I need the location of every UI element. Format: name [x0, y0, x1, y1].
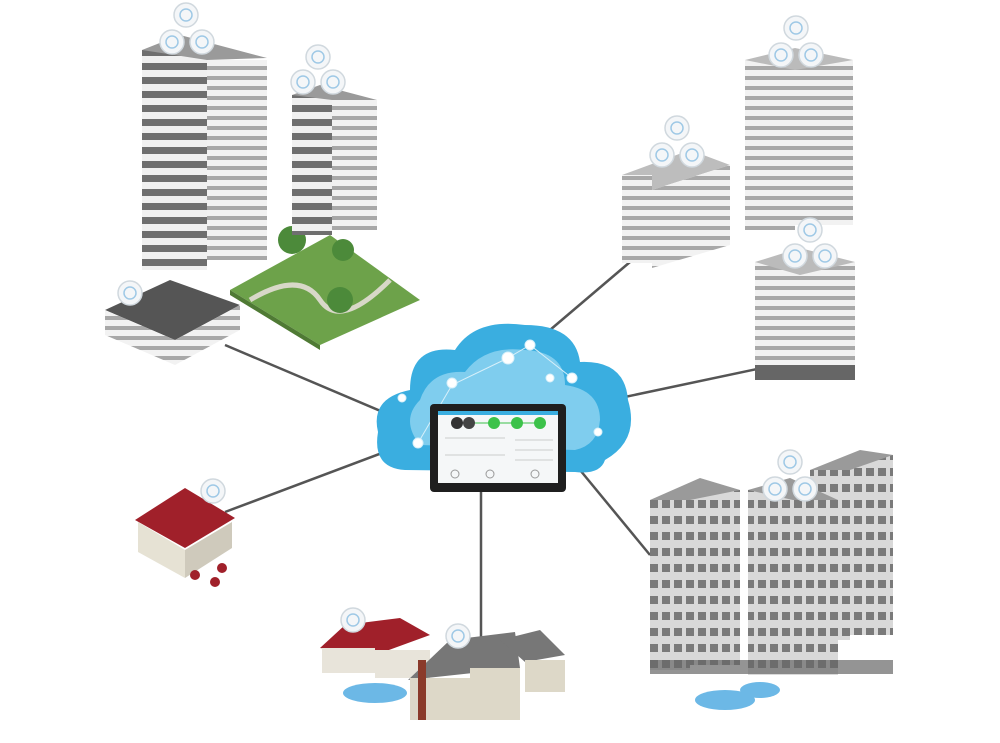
access-point-icon: [783, 15, 809, 41]
table-icon: [217, 563, 227, 573]
access-point-icon: [768, 42, 794, 68]
table-icon: [190, 570, 200, 580]
link-apartments: [579, 469, 651, 556]
access-point-icon: [200, 478, 226, 504]
restaurant: [135, 478, 235, 587]
link-low-office: [224, 343, 391, 417]
table-icon: [210, 577, 220, 587]
pool: [695, 690, 755, 710]
tablet-dashboard-icon: [430, 404, 566, 492]
access-point-icon: [777, 449, 803, 475]
access-point-icon: [189, 29, 215, 55]
access-point-icon: [679, 142, 705, 168]
access-point-icon: [117, 280, 143, 306]
access-point-icon: [445, 623, 471, 649]
access-point-icon: [664, 115, 690, 141]
tree-icon: [327, 287, 353, 313]
access-point-icon: [173, 2, 199, 28]
access-point-icon: [320, 69, 346, 95]
access-point-icon: [797, 217, 823, 243]
apartment-complex: [650, 449, 893, 710]
access-point-icon: [782, 243, 808, 269]
access-point-icon: [305, 44, 331, 70]
tree-icon: [332, 239, 354, 261]
access-point-icon: [649, 142, 675, 168]
access-point-icon: [812, 243, 838, 269]
low-office: [105, 280, 240, 365]
access-point-icon: [792, 476, 818, 502]
office-towers-park: [142, 2, 420, 350]
link-mid-office: [549, 261, 631, 331]
access-point-icon: [340, 607, 366, 633]
mid-office: [622, 115, 730, 268]
link-restaurant: [224, 448, 391, 514]
access-point-icon: [798, 42, 824, 68]
pool: [343, 683, 407, 703]
access-point-icon: [159, 29, 185, 55]
access-point-icon: [762, 476, 788, 502]
access-point-icon: [290, 69, 316, 95]
park-lawn: [230, 235, 420, 345]
houses: [320, 607, 565, 720]
twin-towers: [745, 15, 855, 380]
